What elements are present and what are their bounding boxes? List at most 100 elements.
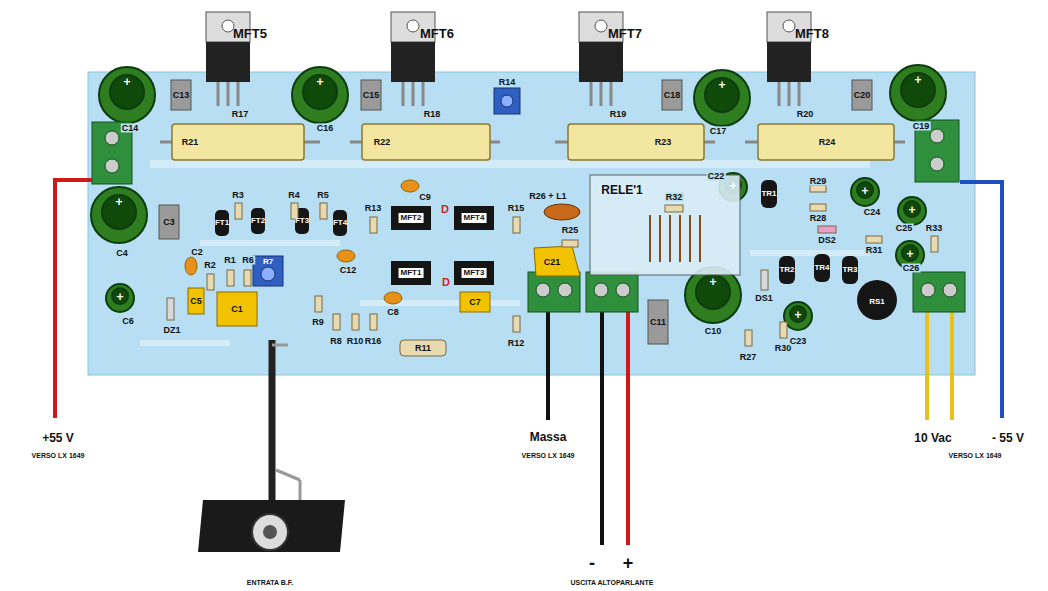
part-label: TR4	[814, 264, 829, 272]
polarity-sign: +	[794, 309, 801, 321]
part-label: R17	[231, 110, 250, 119]
part-label: R33	[925, 224, 944, 233]
part-label: R7	[263, 258, 273, 266]
part-label: R15	[507, 204, 526, 213]
part-label: FT1	[215, 219, 229, 227]
polarity-sign: +	[709, 276, 716, 288]
part-label: C2	[190, 248, 204, 257]
part-label: R10	[346, 337, 365, 346]
part-label: C5	[190, 297, 202, 306]
part-label: R32	[665, 193, 684, 202]
polarity-sign: -	[589, 554, 595, 572]
part-label: C7	[469, 298, 481, 307]
part-label: R5	[316, 191, 330, 200]
polarity-sign: +	[718, 79, 725, 91]
part-label: C15	[363, 91, 380, 100]
part-label: C9	[418, 193, 432, 202]
part-label: R2	[203, 261, 217, 270]
part-label: TR2	[779, 266, 794, 274]
part-label: C4	[115, 249, 129, 258]
wire-note: ENTRATA B.F.	[247, 579, 294, 586]
part-label: R12	[507, 339, 526, 348]
part-label: R21	[182, 138, 199, 147]
wire-note: VERSO LX 1649	[949, 452, 1002, 459]
part-label: R27	[739, 353, 758, 362]
part-label: R9	[311, 318, 325, 327]
part-label: FT4	[333, 219, 347, 227]
part-label: MFT3	[462, 268, 487, 278]
part-label: C26	[902, 264, 921, 273]
part-label: C19	[912, 122, 931, 131]
part-label: R16	[364, 337, 383, 346]
part-label: R24	[819, 138, 836, 147]
part-label: R19	[609, 110, 628, 119]
part-label: C18	[664, 91, 681, 100]
part-label: R28	[809, 214, 828, 223]
part-label: MFT8	[795, 27, 829, 40]
part-label: FT2	[251, 217, 265, 225]
part-label: R22	[374, 138, 391, 147]
part-label: R31	[865, 246, 884, 255]
part-label: C10	[704, 327, 723, 336]
part-label: C20	[854, 91, 871, 100]
part-label: C23	[789, 337, 808, 346]
part-label: R26 + L1	[528, 192, 567, 201]
part-label: R23	[655, 138, 672, 147]
wire-label: 10 Vac	[914, 432, 951, 444]
part-label: R4	[287, 191, 301, 200]
part-label: MFT2	[399, 213, 424, 223]
drain-mark: D	[440, 204, 450, 215]
part-label: C6	[121, 317, 135, 326]
part-label: C8	[386, 308, 400, 317]
wire-note: USCITA ALTOPARLANTE	[571, 579, 654, 586]
wire-label: - 55 V	[992, 432, 1024, 444]
drain-mark: D	[441, 277, 451, 288]
part-label: MFT5	[233, 27, 267, 40]
part-label: R20	[796, 110, 815, 119]
part-label: TR3	[842, 266, 857, 274]
part-label: R25	[561, 226, 580, 235]
part-label: DS1	[754, 294, 774, 303]
part-label: DS2	[817, 236, 837, 245]
polarity-sign: +	[123, 76, 130, 88]
part-label: FT3	[295, 217, 309, 225]
wire-label: +55 V	[42, 432, 74, 444]
part-label: C25	[895, 224, 914, 233]
part-label: C11	[650, 318, 666, 327]
polarity-sign: +	[116, 291, 123, 303]
wire-note: VERSO LX 1649	[522, 452, 575, 459]
part-label: C17	[709, 127, 728, 136]
part-label: R6	[241, 256, 255, 265]
polarity-sign: +	[115, 196, 122, 208]
part-label: C1	[231, 305, 243, 314]
part-label: C21	[544, 258, 561, 267]
part-label: C24	[863, 208, 882, 217]
part-label: R18	[423, 110, 442, 119]
part-label: R13	[364, 204, 383, 213]
part-label: DZ1	[162, 326, 181, 335]
part-label: MFT1	[399, 268, 424, 278]
part-label: C16	[316, 124, 335, 133]
part-label: R3	[231, 191, 245, 200]
part-label: MFT4	[462, 213, 487, 223]
polarity-sign: +	[906, 248, 913, 260]
part-label: TR1	[761, 190, 776, 198]
wire-note: VERSO LX 1649	[32, 452, 85, 459]
part-label: R11	[415, 344, 431, 353]
polarity-sign: +	[914, 74, 921, 86]
polarity-sign: +	[908, 204, 915, 216]
part-label: C12	[339, 266, 358, 275]
part-label: C14	[121, 124, 140, 133]
part-label: RS1	[869, 298, 885, 306]
wire-label: Massa	[530, 431, 567, 443]
part-label: MFT6	[420, 27, 454, 40]
polarity-sign: +	[623, 554, 634, 572]
part-label: R8	[329, 337, 343, 346]
polarity-sign: +	[316, 76, 323, 88]
part-label: R1	[223, 256, 237, 265]
polarity-sign: +	[861, 185, 868, 197]
part-label: C13	[173, 91, 190, 100]
part-label: C22	[707, 172, 726, 181]
part-label: R14	[498, 78, 517, 87]
